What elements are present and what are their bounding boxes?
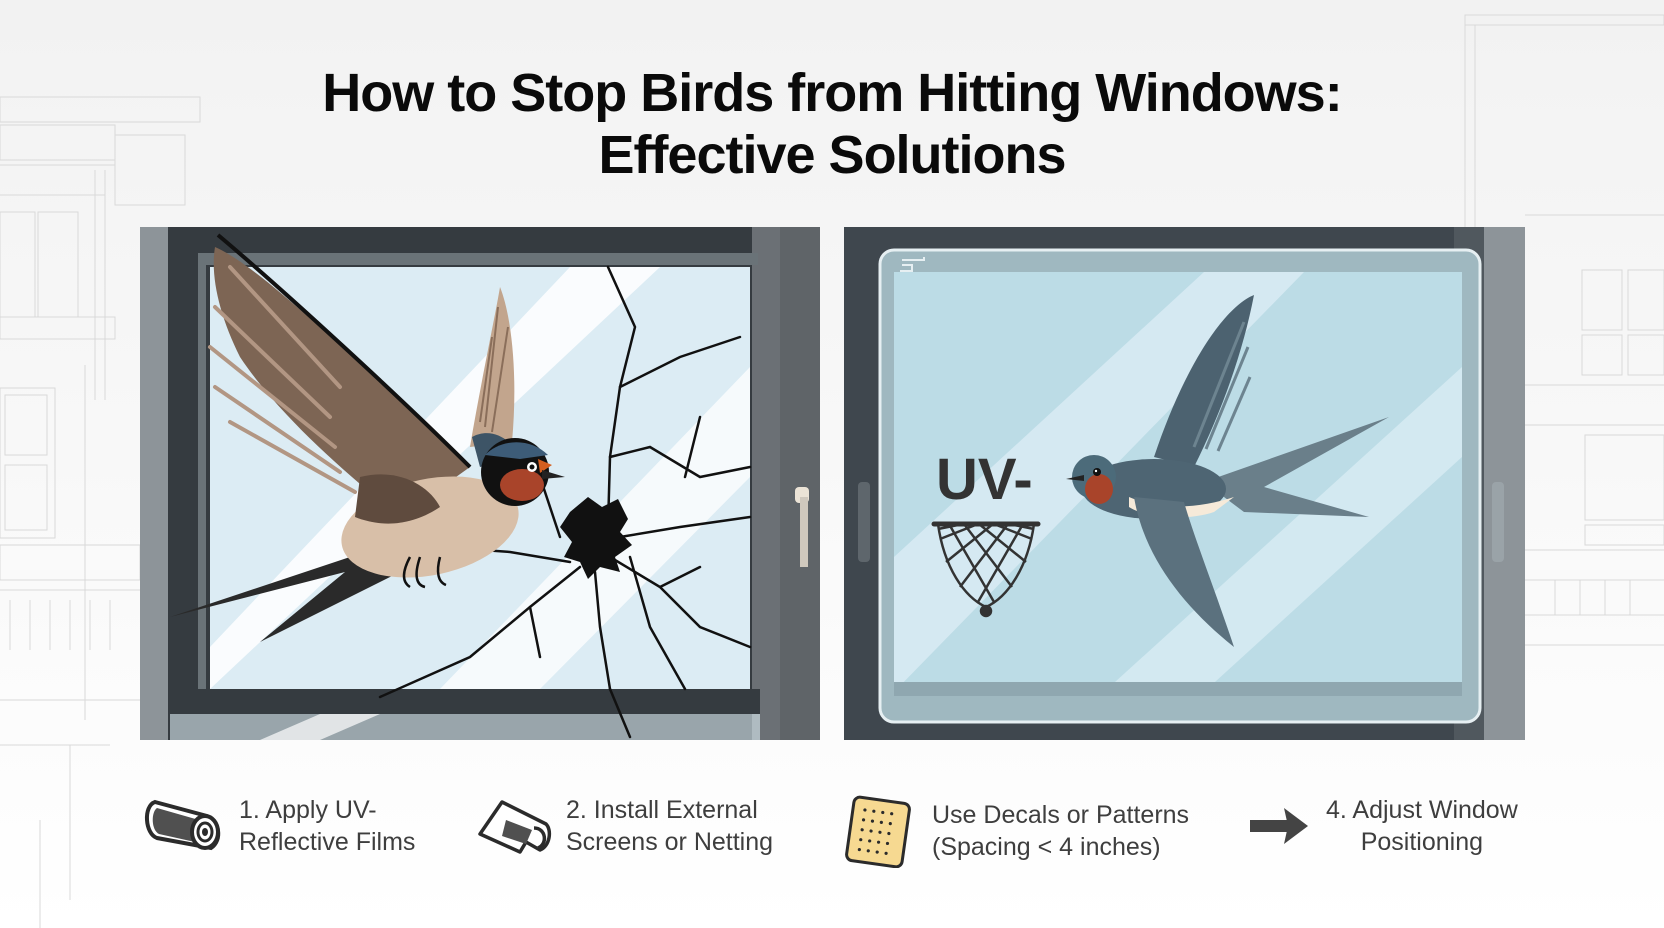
solution-label: 2. Install External Screens or Netting [566,796,774,856]
solution-item-uv-film: 1. Apply UV- Reflective Films [141,794,415,858]
title-line-2: Effective Solutions [598,125,1066,185]
solution-label: 4. Adjust Window Positioning [1326,796,1518,856]
film-roll-icon [145,799,221,851]
uv-label: UV- [936,447,1033,512]
screen-netting-icon [478,800,552,854]
title-line-1: How to Stop Birds from Hitting Windows: [322,63,1342,123]
solution-label: 1. Apply UV- Reflective Films [239,796,416,856]
solution-label: Use Decals or Patterns (Spacing < 4 inch… [932,801,1190,861]
protected-window-illustration: UV- [844,227,1525,740]
solutions-row: 1. Apply UV- Reflective Films 2. Install… [0,780,1664,890]
solution-item-positioning: 4. Adjust Window Positioning [1248,794,1518,858]
bird-collision-illustration [140,227,820,740]
panel-protected-window: UV- [844,227,1525,740]
net-icon [931,521,1041,618]
page-title: How to Stop Birds from Hitting Windows: … [0,62,1664,186]
bird-flying-illustration [1066,295,1389,647]
solution-item-screens: 2. Install External Screens or Netting [474,794,773,858]
decal-sheet-icon [845,795,911,868]
panel-bird-collision [140,227,820,740]
solution-item-decals: Use Decals or Patterns (Spacing < 4 inch… [842,794,1189,868]
arrow-right-icon [1250,808,1308,844]
